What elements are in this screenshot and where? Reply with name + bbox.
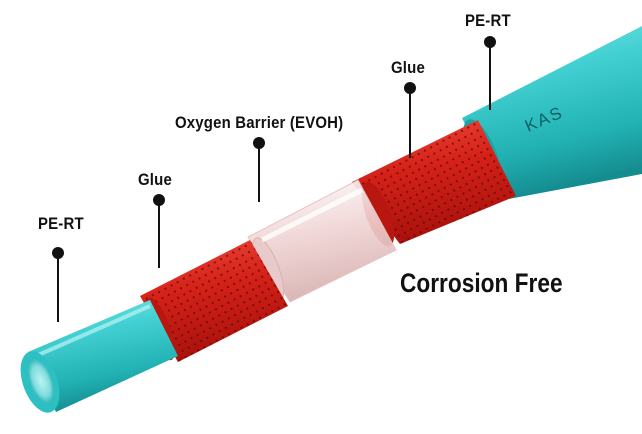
corrosion-free-callout: Corrosion Free	[400, 268, 563, 299]
leader-pe-rt-left	[52, 247, 64, 322]
leader-glue-left	[153, 194, 165, 268]
label-glue-left: Glue	[138, 170, 172, 190]
leader-glue-right	[404, 82, 416, 158]
label-oxygen-barrier: Oxygen Barrier (EVOH)	[175, 113, 343, 133]
label-pe-rt-right: PE-RT	[465, 11, 511, 31]
leader-pe-rt-right	[484, 36, 496, 110]
label-glue-right: Glue	[391, 58, 425, 78]
leader-oxygen-barrier	[253, 137, 265, 202]
label-pe-rt-left: PE-RT	[38, 214, 84, 234]
